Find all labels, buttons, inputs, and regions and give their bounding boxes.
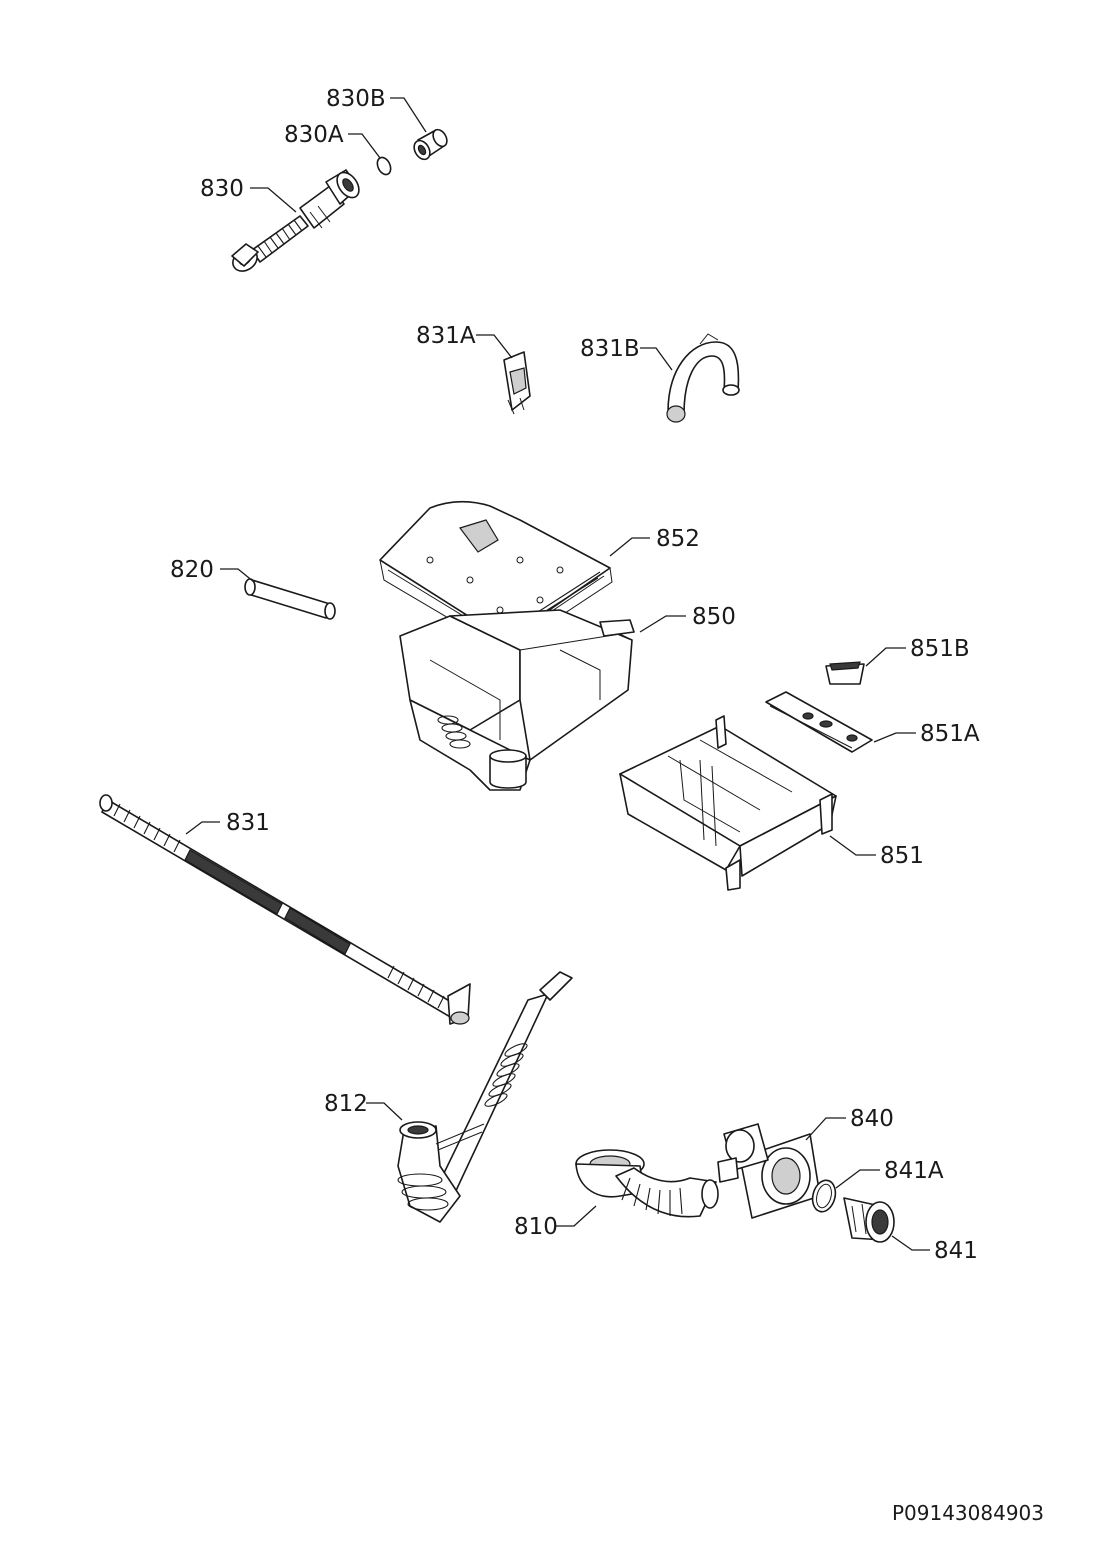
part-851b-insert bbox=[825, 661, 865, 685]
label-841a: 841A bbox=[884, 1158, 944, 1184]
part-851-dispenser-drawer bbox=[619, 715, 837, 891]
part-852-dispenser-cover bbox=[379, 500, 613, 653]
part-851a-siphon-cap bbox=[765, 691, 873, 753]
label-852: 852 bbox=[656, 526, 700, 552]
part-831-drain-hose bbox=[99, 794, 471, 1025]
part-831a-clip bbox=[503, 351, 531, 415]
part-831b-hose-bend bbox=[666, 333, 740, 423]
label-851a: 851A bbox=[920, 721, 980, 747]
part-830b-filter bbox=[413, 128, 448, 161]
label-830a: 830A bbox=[284, 122, 344, 148]
label-840: 840 bbox=[850, 1106, 894, 1132]
part-850-dispenser-housing bbox=[399, 609, 635, 791]
part-840-pump-housing bbox=[717, 1123, 821, 1219]
document-reference: P09143084903 bbox=[892, 1501, 1044, 1525]
label-820: 820 bbox=[170, 557, 214, 583]
label-831a: 831A bbox=[416, 323, 476, 349]
part-820-tube bbox=[244, 578, 336, 620]
part-830-inlet-hose bbox=[231, 169, 360, 272]
part-810-sump-hose bbox=[575, 1149, 719, 1218]
part-841-filter bbox=[843, 1197, 895, 1243]
label-841: 841 bbox=[934, 1238, 978, 1264]
label-830: 830 bbox=[200, 176, 244, 202]
label-851b: 851B bbox=[910, 636, 970, 662]
label-812: 812 bbox=[324, 1091, 368, 1117]
label-830b: 830B bbox=[326, 86, 386, 112]
label-831b: 831B bbox=[580, 336, 640, 362]
leader-lines bbox=[185, 97, 930, 1251]
label-810: 810 bbox=[514, 1214, 558, 1240]
part-841a-seal bbox=[811, 1179, 837, 1213]
part-812-bellow-hose bbox=[397, 971, 573, 1223]
label-851: 851 bbox=[880, 843, 924, 869]
label-831: 831 bbox=[226, 810, 270, 836]
part-830a-o-ring bbox=[376, 156, 392, 176]
label-850: 850 bbox=[692, 604, 736, 630]
